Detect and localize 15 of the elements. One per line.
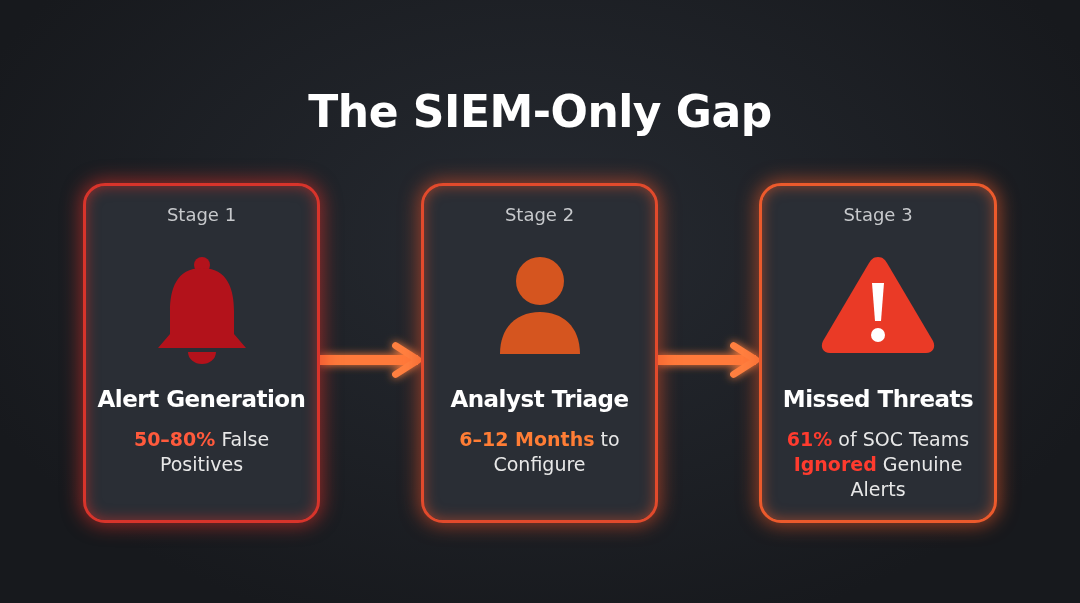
stage-card [421,183,658,523]
stage-card [759,183,997,523]
stage-label: Stage 3 [842,204,914,225]
stage-statistic: 61% of SOC Teams Ignored Genuine Alerts [785,427,971,502]
stage-heading: Alert Generation [96,386,307,412]
arrow [658,342,760,378]
arrow [320,342,422,378]
stage-statistic: 50–80% False Positives [132,427,271,477]
stage-card [83,183,320,523]
stage-heading: Missed Threats [781,386,975,412]
stage-heading: Analyst Triage [449,386,630,412]
diagram-title: The SIEM-Only Gap [307,86,773,137]
stage-label: Stage 1 [165,204,238,225]
stage-label: Stage 2 [503,204,576,225]
stage-statistic: 6–12 Months to Configure [458,427,621,477]
